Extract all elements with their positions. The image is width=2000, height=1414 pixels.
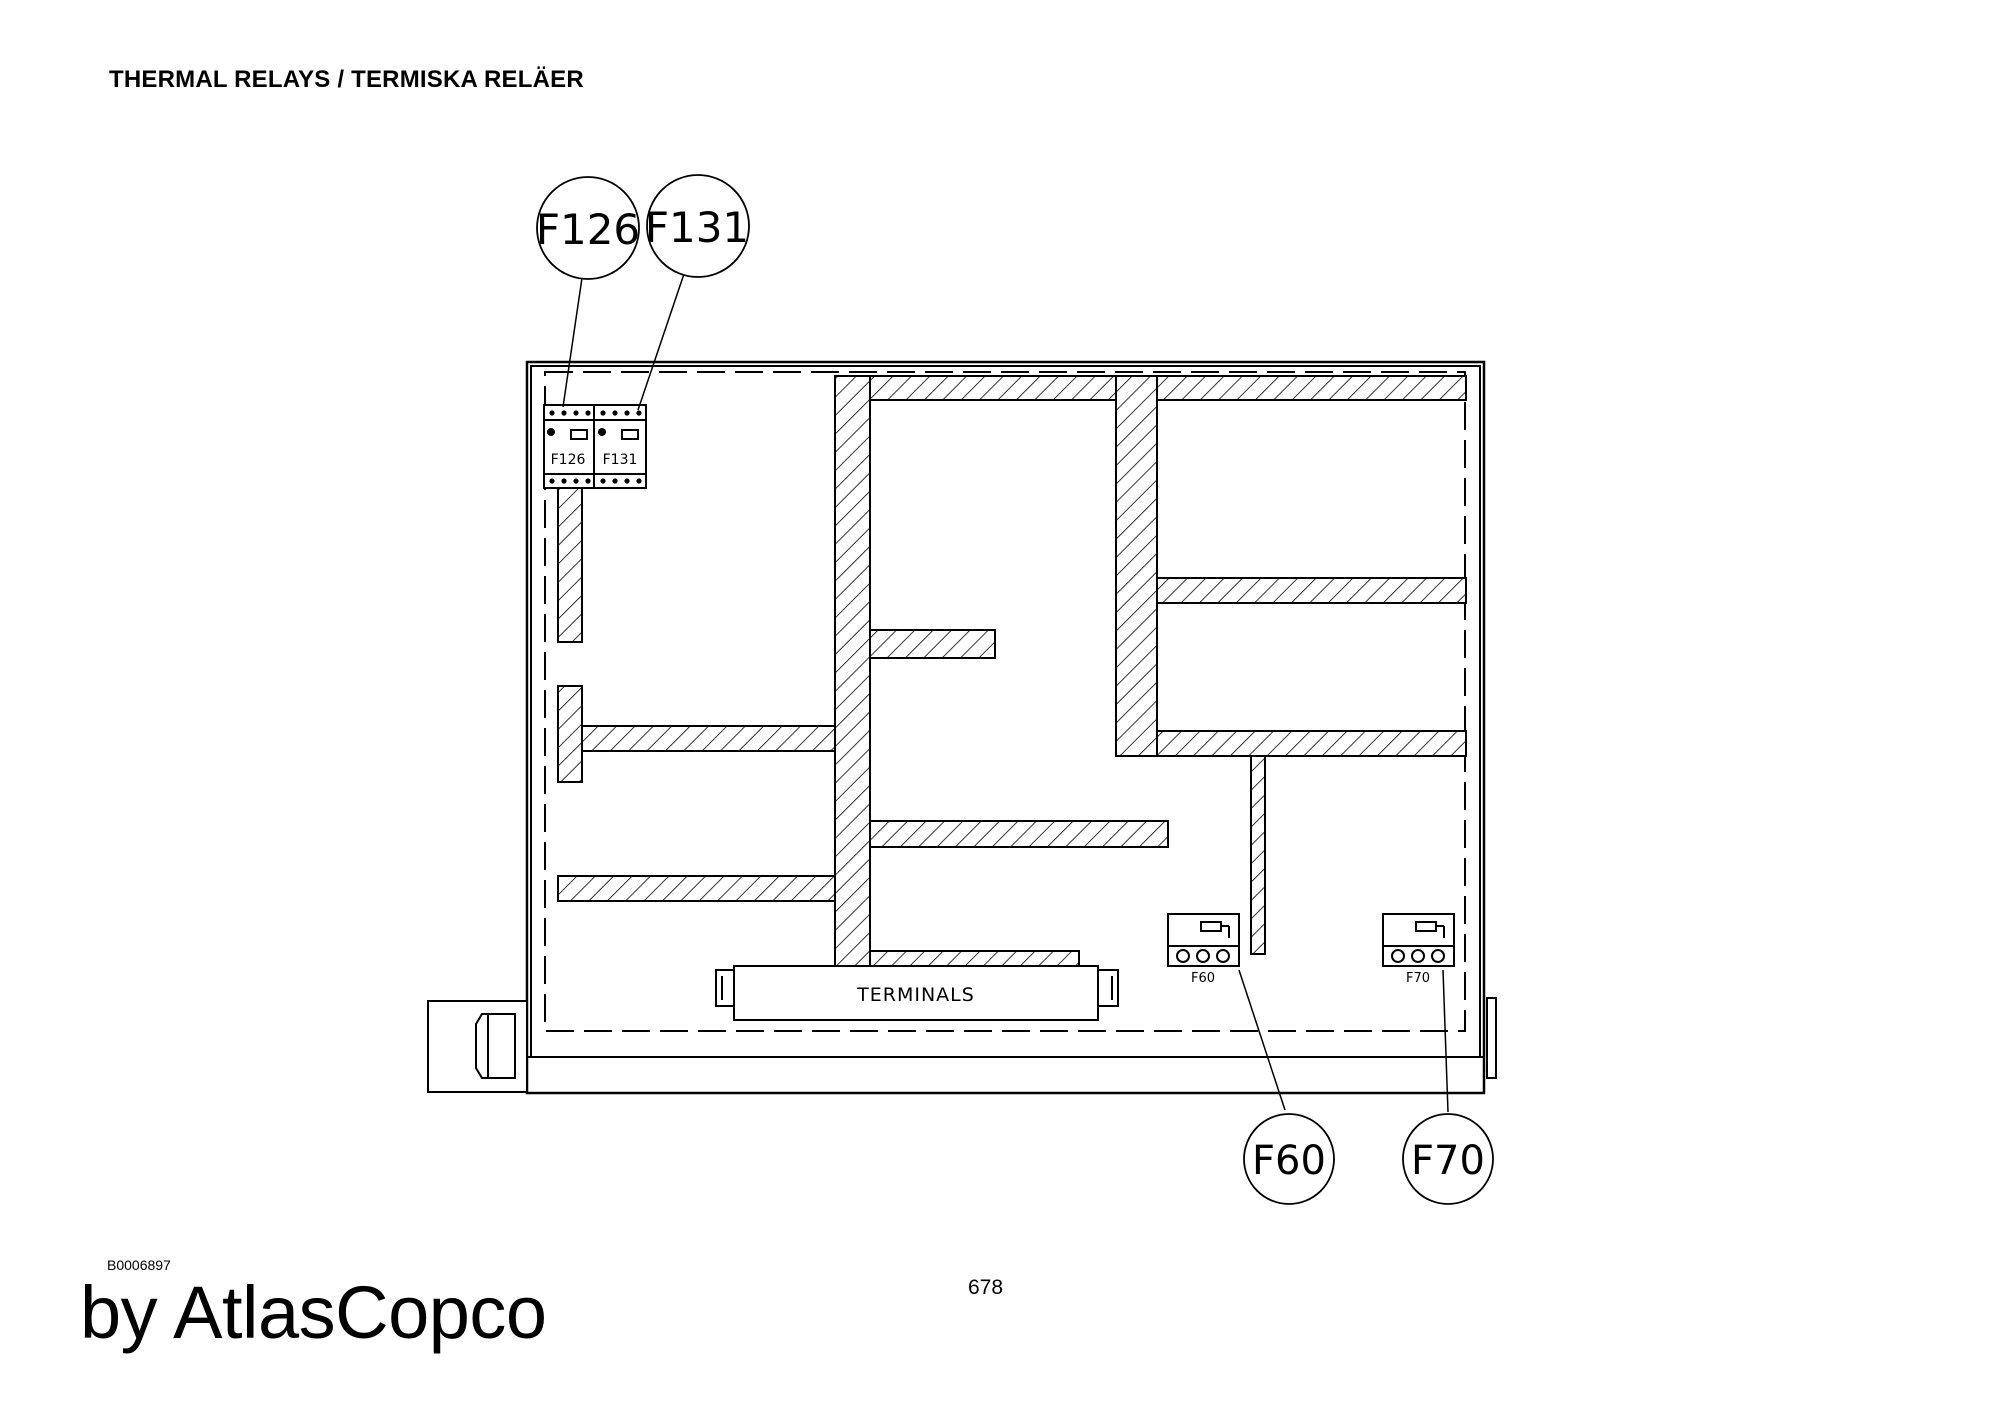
- terminals-label: TERMINALS: [856, 984, 975, 1006]
- relay-f70-label: F70: [1406, 971, 1430, 986]
- callout-f70: F70: [1402, 1113, 1494, 1205]
- cable-duct-top-mid: [869, 375, 1117, 401]
- leader-line-f70: [1442, 969, 1449, 1113]
- leader-line-f131: [637, 267, 687, 411]
- leader-lines: [562, 267, 1449, 1113]
- relay-f131-label: F131: [603, 452, 638, 468]
- callout-f70-label: F70: [1411, 1138, 1485, 1184]
- left-gland-fitting: [427, 1000, 528, 1093]
- cable-duct-right-middle: [1156, 577, 1467, 604]
- right-hinge: [1486, 997, 1497, 1079]
- leader-line-f126: [562, 277, 583, 408]
- cable-duct-left-upper: [557, 487, 583, 643]
- cabinet-outer-border: [525, 360, 1486, 1095]
- cable-duct-mid-horizontal: [869, 820, 1169, 848]
- cabinet-frame: [525, 360, 1486, 1095]
- leader-line-f60: [1238, 969, 1286, 1111]
- relay-f60-label: F60: [1191, 971, 1215, 986]
- relay-f126-body: [543, 404, 595, 489]
- cable-duct-short-stub: [869, 629, 996, 659]
- cable-duct-left-lower: [557, 685, 583, 783]
- callout-f60: F60: [1243, 1113, 1335, 1205]
- callout-f131-label: F131: [645, 203, 749, 252]
- cable-duct-left-middle: [581, 725, 836, 752]
- page-title: THERMAL RELAYS / TERMISKA RELÄER: [109, 66, 584, 93]
- cable-ducts: [557, 375, 1467, 973]
- callout-f60-label: F60: [1252, 1138, 1326, 1184]
- cable-duct-right-lower: [1156, 730, 1467, 757]
- relay-f131-body: [593, 404, 647, 489]
- relay-f126-label: F126: [551, 452, 586, 468]
- cable-duct-vertical-right: [1115, 375, 1158, 757]
- relay-f70: F70: [1382, 913, 1455, 986]
- brand-footer: by AtlasCopco: [80, 1271, 547, 1354]
- callout-f126: F126: [536, 176, 640, 280]
- cable-duct-vertical-main: [834, 375, 871, 971]
- cable-duct-thin-vertical: [1250, 755, 1266, 955]
- relay-f60: F60: [1167, 913, 1240, 986]
- relay-f131: F131: [593, 404, 647, 489]
- callout-f131: F131: [645, 174, 750, 278]
- terminal-rail: [733, 965, 1099, 1021]
- page-number: 678: [968, 1276, 1004, 1299]
- relay-f126: F126: [543, 404, 595, 489]
- terminal-strip: TERMINALS: [715, 965, 1119, 1021]
- cable-duct-left-bottom: [557, 875, 836, 902]
- callout-f126-label: F126: [536, 205, 640, 254]
- mounting-plate-dashed: [544, 371, 1466, 1032]
- cable-duct-top-right: [1156, 375, 1467, 401]
- document-id: B0006897: [107, 1257, 171, 1273]
